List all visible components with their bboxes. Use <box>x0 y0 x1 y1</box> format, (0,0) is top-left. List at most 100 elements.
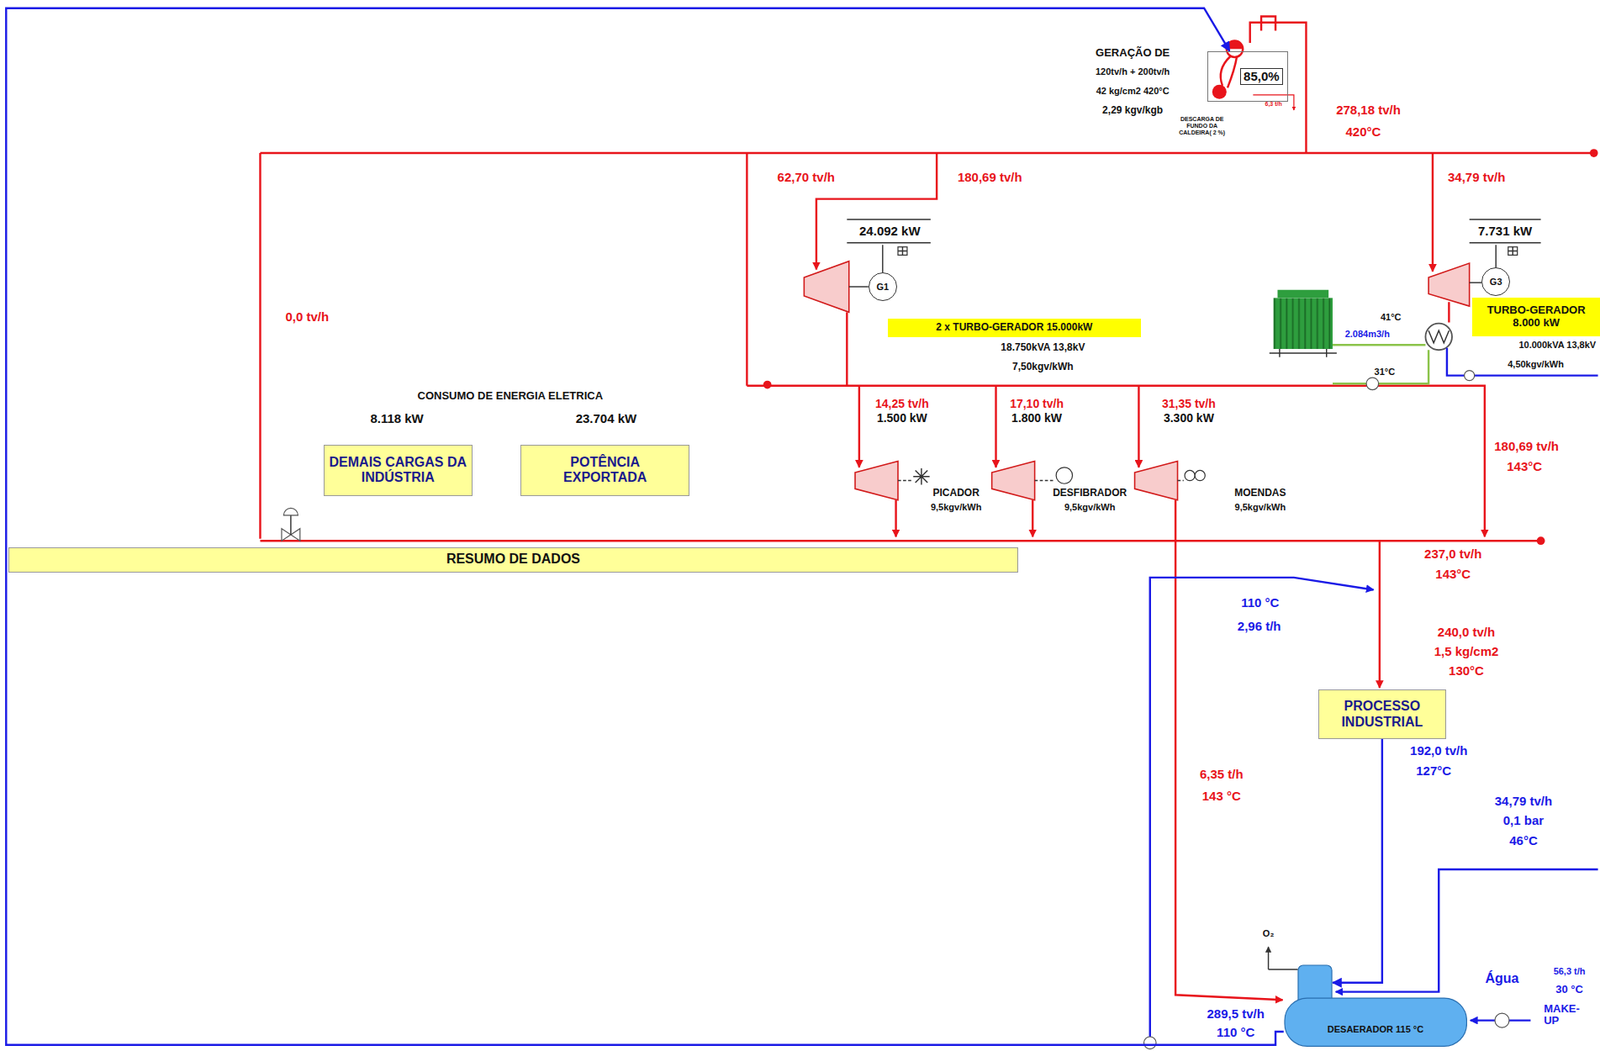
header-end <box>1536 536 1546 545</box>
steam-pipe <box>745 153 748 386</box>
power-box <box>1469 219 1542 243</box>
flow-label: 289,5 tv/h <box>1207 1007 1265 1022</box>
lp-header <box>259 539 1539 542</box>
flow-label: 23.704 kW <box>575 411 638 427</box>
flow-label: 110 °C <box>1216 1025 1255 1041</box>
exhaust-pipe <box>1447 301 1450 323</box>
exhaust-pipe <box>845 311 848 386</box>
process-steam <box>1378 540 1381 688</box>
flow-label: 0,0 tv/h <box>285 310 329 325</box>
node-text: POTÊNCIA EXPORTADA <box>550 454 661 486</box>
breaker-symbol <box>1508 247 1518 256</box>
water-line <box>5 8 1284 1046</box>
header-end <box>1589 148 1599 158</box>
pump-symbol <box>1494 1013 1510 1028</box>
node-text: G3 <box>1489 276 1503 288</box>
flow-label: 30 °C <box>1555 983 1584 996</box>
pump-symbol <box>1143 1036 1157 1050</box>
drive-turbine <box>855 461 898 501</box>
condensate-return <box>1335 869 1599 993</box>
shaft <box>1469 281 1483 283</box>
flow-label: MOENDAS <box>1234 487 1286 499</box>
condenser-coil <box>1428 330 1449 344</box>
flow-label: 56,3 t/h <box>1553 966 1586 977</box>
flow-label: 2,96 t/h <box>1237 619 1282 634</box>
valve-actuator <box>283 507 298 515</box>
flow-label: 6,35 t/h <box>1199 767 1244 782</box>
steam-pipe <box>1175 500 1283 1001</box>
junction-dot <box>763 380 772 390</box>
node-text: 85,0% <box>1240 68 1284 85</box>
generator-circle: G3 <box>1481 267 1511 296</box>
pump-symbol <box>1464 370 1475 381</box>
mud-drum <box>1212 84 1227 100</box>
flow-label: 130°C <box>1448 664 1484 679</box>
breaker-symbol <box>897 247 908 256</box>
flow-label: 34,79 tv/h <box>1494 794 1553 809</box>
deaerator-tank: DESAERADOR 115 °C <box>1283 964 1468 1047</box>
flow-label: DESCARGA DE FUNDO DA CALDEIRA( 2 %) <box>1177 116 1227 136</box>
cooling-tower <box>1273 297 1333 349</box>
flow-label: 1.800 kW <box>1011 411 1062 425</box>
flow-label: 143 °C <box>1202 789 1241 804</box>
steam-turbine <box>1428 263 1470 307</box>
node-text: TURBO-GERADOR 8.000 kW <box>1482 304 1590 330</box>
flow-label: O₂ <box>1262 928 1274 939</box>
process-box: PROCESSO INDUSTRIAL <box>1318 689 1447 739</box>
tower-base <box>1269 348 1337 358</box>
rating-band: TURBO-GERADOR 8.000 kW <box>1472 297 1600 337</box>
steam-pipe <box>994 385 997 468</box>
exhaust-header <box>746 385 1484 538</box>
node-text: PROCESSO INDUSTRIAL <box>1325 698 1439 730</box>
flow-label: 420°C <box>1345 125 1381 140</box>
load-box: DEMAIS CARGAS DA INDÚSTRIA <box>323 444 473 497</box>
flow-label: 7.731 kW <box>1478 224 1532 239</box>
flow-label: 143°C <box>1506 459 1542 475</box>
rating-band: 2 x TURBO-GERADOR 15.000kW <box>887 318 1141 338</box>
shaft <box>897 480 1184 481</box>
flow-label: 1.500 kW <box>876 411 928 425</box>
power-box <box>846 219 931 243</box>
load-box: POTÊNCIA EXPORTADA <box>520 444 690 497</box>
vent-line <box>1268 968 1299 970</box>
mill-roll <box>1194 469 1205 481</box>
cooling-water <box>1332 343 1426 346</box>
flow-label: 34,79 tv/h <box>1447 170 1505 185</box>
flow-label: 46°C <box>1509 834 1538 849</box>
node-text: G1 <box>876 281 889 293</box>
generator-circle: G1 <box>868 272 898 301</box>
generator-lead <box>881 244 883 273</box>
flow-label: 8.118 kW <box>369 411 423 427</box>
flow-label: DESFIBRADOR <box>1052 487 1127 499</box>
shredder <box>1056 467 1072 484</box>
steam-pipe <box>1137 385 1140 468</box>
steam-header <box>259 152 1592 154</box>
flow-label: 0,1 bar <box>1503 813 1544 829</box>
drive-turbine <box>992 461 1035 501</box>
steam-pipe <box>858 385 861 468</box>
boiler-drum <box>1226 41 1243 50</box>
valve-stem <box>290 515 291 535</box>
flow-label: Água <box>1484 971 1519 987</box>
condenser <box>1425 323 1453 351</box>
flow-label: 9,5kgv/kWh <box>1064 501 1116 513</box>
flow-label: 62,70 tv/h <box>777 170 835 185</box>
steam-turbine <box>803 261 849 313</box>
mill-roll <box>1184 469 1195 481</box>
flow-label: 18.750kVA 13,8kV <box>1000 342 1085 354</box>
flow-label: 180,69 tv/h <box>1494 439 1559 455</box>
flow-label: 110 °C <box>1240 596 1279 611</box>
flow-label: 7,50kgv/kWh <box>1012 361 1074 373</box>
exhaust-pipe <box>1031 500 1034 538</box>
node-text: DEMAIS CARGAS DA INDÚSTRIA <box>328 454 468 486</box>
steam-pipe <box>1261 15 1276 31</box>
bypass-line <box>258 153 261 539</box>
breaker-symbol <box>1508 247 1518 256</box>
flow-label: MAKE-UP <box>1543 1003 1585 1028</box>
riser-tube <box>1227 57 1237 88</box>
flow-label: 6,3 t/h <box>1265 100 1283 108</box>
cooling-tower <box>1277 290 1329 299</box>
generator-lead <box>1494 244 1496 268</box>
flow-label: 3.300 kW <box>1163 411 1215 425</box>
